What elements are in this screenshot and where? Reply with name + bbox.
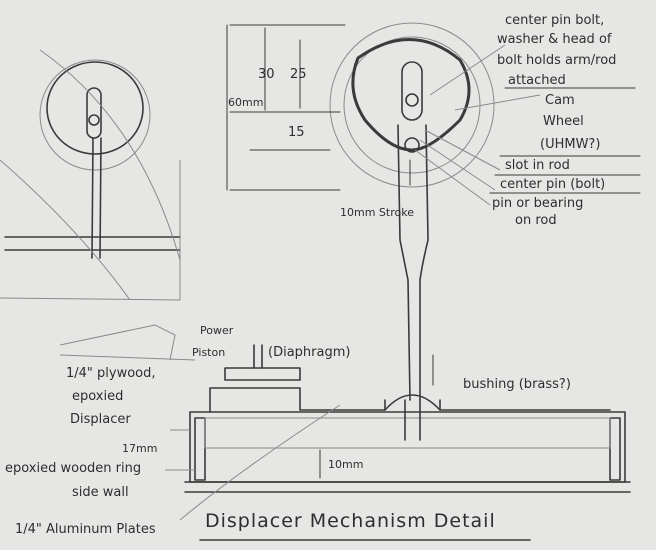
label-bolt-2: washer & head of bbox=[497, 32, 612, 47]
label-cam-3: (UHMW?) bbox=[540, 137, 600, 152]
dim-17mm: 17mm bbox=[122, 442, 157, 455]
dim-15: 15 bbox=[288, 125, 305, 140]
label-power: Power bbox=[200, 324, 234, 337]
diagram-title: Displacer Mechanism Detail bbox=[205, 510, 496, 532]
dim-10mm: 10mm bbox=[328, 458, 363, 471]
label-diaphragm: (Diaphragm) bbox=[268, 345, 350, 360]
label-ring-2: side wall bbox=[72, 485, 129, 500]
dim-30: 30 bbox=[258, 67, 275, 82]
label-center-pin: center pin (bolt) bbox=[500, 177, 605, 192]
label-stroke: 10mm Stroke bbox=[340, 206, 414, 219]
label-ring-1: epoxied wooden ring bbox=[5, 461, 141, 476]
displacer-assembly bbox=[59, 324, 631, 521]
label-cam-1: Cam bbox=[545, 93, 575, 108]
label-bolt-4: attached bbox=[508, 73, 566, 88]
label-bolt-3: bolt holds arm/rod bbox=[497, 53, 616, 68]
label-pin-1: pin or bearing bbox=[492, 196, 583, 211]
label-plywood-3: Displacer bbox=[70, 412, 131, 427]
label-bolt-1: center pin bolt, bbox=[505, 13, 604, 28]
label-piston: Piston bbox=[192, 346, 225, 359]
label-plywood-1: 1/4" plywood, bbox=[66, 366, 156, 381]
label-bushing: bushing (brass?) bbox=[463, 377, 571, 392]
dim-25: 25 bbox=[290, 67, 307, 82]
label-slot: slot in rod bbox=[505, 158, 570, 173]
label-pin-2: on rod bbox=[515, 213, 557, 228]
left-thumbnail-sketch bbox=[0, 49, 181, 301]
label-plywood-2: epoxied bbox=[72, 389, 123, 404]
dim-60mm: 60mm bbox=[228, 96, 263, 109]
label-aluminum: 1/4" Aluminum Plates bbox=[15, 522, 156, 537]
cam-wheel-drawing bbox=[329, 22, 541, 401]
label-cam-2: Wheel bbox=[543, 114, 584, 129]
dimension-lines bbox=[226, 24, 434, 386]
